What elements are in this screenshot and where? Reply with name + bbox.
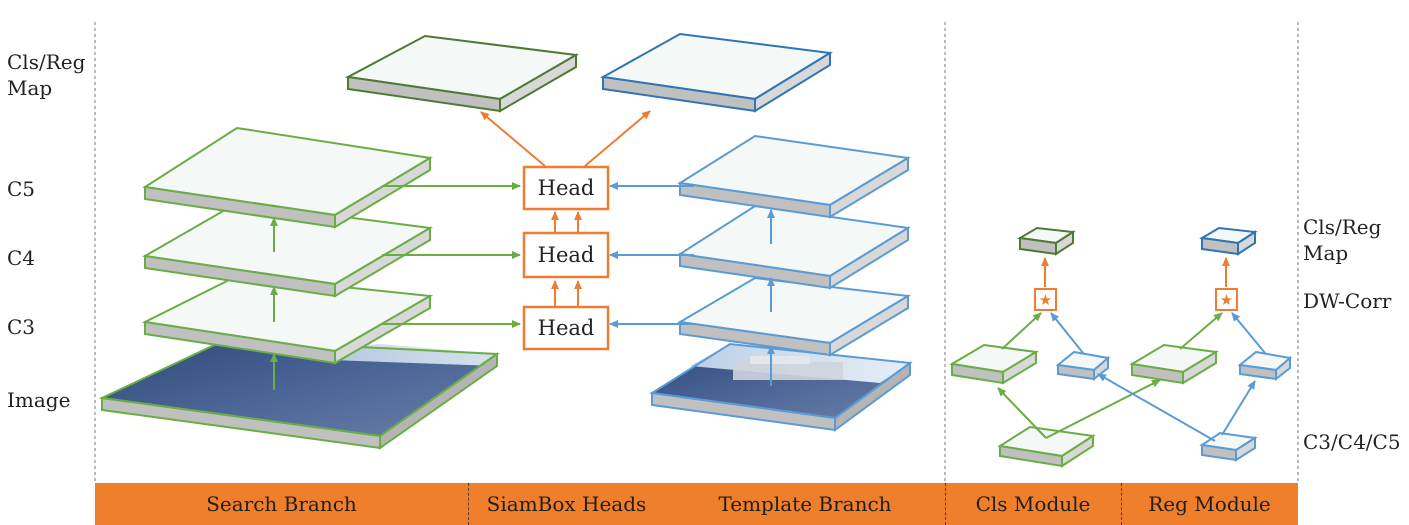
cls-arrow-template-corr [1050,312,1084,354]
right-label-cls-reg-map: Cls/Reg Map [1303,215,1382,265]
shared-arrow-template-to-cls [1097,373,1216,442]
template-layer-c4 [677,204,911,290]
cls-module-output-map [1017,226,1076,256]
template-layer-c3 [677,276,912,357]
reg-template-feature [1237,350,1293,382]
search-layer-c5 [142,126,433,229]
bar-divider-3 [1121,483,1122,525]
right-label-c3c4c5: C3/C4/C5 [1303,430,1401,454]
shared-arrow-template-to-reg [1221,380,1256,436]
shared-arrow-search-to-reg [1045,379,1161,439]
bottom-section-bar: Search Branch SiamBox Heads Template Bra… [95,483,1298,525]
ship-shape [733,362,843,380]
bar-label-cls-module: Cls Module [975,492,1091,516]
left-label-c3: C3 [7,315,36,339]
reg-map-output [599,32,833,113]
head-arrow-to-cls-map [480,111,546,167]
shared-template-feature [1199,431,1258,462]
head-box-c5: Head [522,165,610,211]
search-layer-c4 [142,201,434,298]
search-layer-c3 [141,274,434,365]
reg-arrow-template-corr [1231,312,1266,354]
reg-module-output-map [1199,226,1258,256]
star-icon: ★ [1220,291,1233,309]
cls-dw-corr-box: ★ [1034,288,1057,311]
bar-divider-1 [468,483,469,525]
reg-arrow-search-corr [1179,312,1223,350]
head-box-c4: Head [522,231,610,279]
bar-label-siambox-heads: SiamBox Heads [486,492,647,516]
template-image-layer [649,342,913,432]
bar-label-search-branch: Search Branch [206,492,357,516]
cls-map-output [344,34,580,113]
cls-arrow-search-corr [1001,312,1042,350]
left-label-c4: C4 [7,246,36,270]
reg-search-feature [1129,343,1219,385]
shared-arrow-search-to-cls [997,387,1047,439]
head-label-c5: Head [538,176,595,200]
template-layer-c5 [677,134,911,219]
star-icon: ★ [1039,291,1052,309]
bar-divider-2 [945,483,946,525]
left-label-image: Image [7,388,71,412]
right-label-dw-corr: DW-Corr [1303,289,1392,313]
reg-dw-corr-box: ★ [1215,288,1238,311]
head-arrow-to-reg-map [584,110,651,167]
shared-search-feature [997,425,1096,468]
bar-label-template-branch: Template Branch [718,492,892,516]
head-label-c4: Head [538,243,595,267]
search-image-layer [98,338,500,450]
left-label-cls-reg-map: Cls/Reg Map [7,50,86,100]
bar-label-reg-module: Reg Module [1148,492,1271,516]
left-label-c5: C5 [7,177,36,201]
head-box-c3: Head [522,305,610,351]
cls-search-feature [949,343,1039,385]
head-label-c3: Head [538,316,595,340]
